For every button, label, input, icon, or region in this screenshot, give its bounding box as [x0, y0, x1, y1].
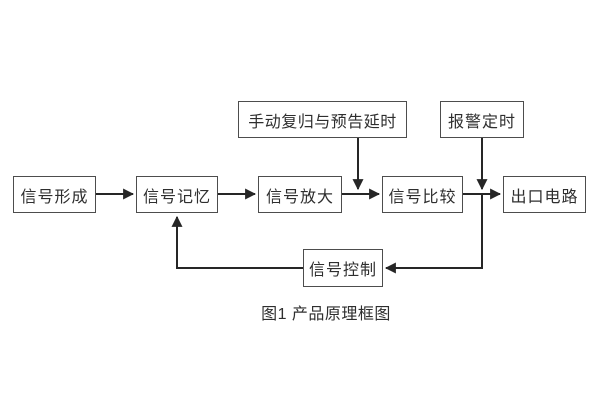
node-output-circuit: 出口电路 [503, 176, 586, 213]
arrow-control-to-memory [171, 215, 303, 269]
node-alarm-timing: 报警定时 [440, 101, 524, 138]
figure-caption: 图1 产品原理框图 [261, 306, 391, 323]
node-manual-reset-delay: 手动复归与预告延时 [238, 101, 407, 138]
node-signal-control: 信号控制 [303, 249, 383, 287]
node-signal-amplification: 信号放大 [258, 176, 342, 213]
node-signal-comparison: 信号比较 [382, 176, 463, 213]
arrow-junction-to-control [384, 194, 483, 274]
node-signal-formation: 信号形成 [13, 176, 96, 213]
node-signal-memory: 信号记忆 [136, 176, 218, 213]
